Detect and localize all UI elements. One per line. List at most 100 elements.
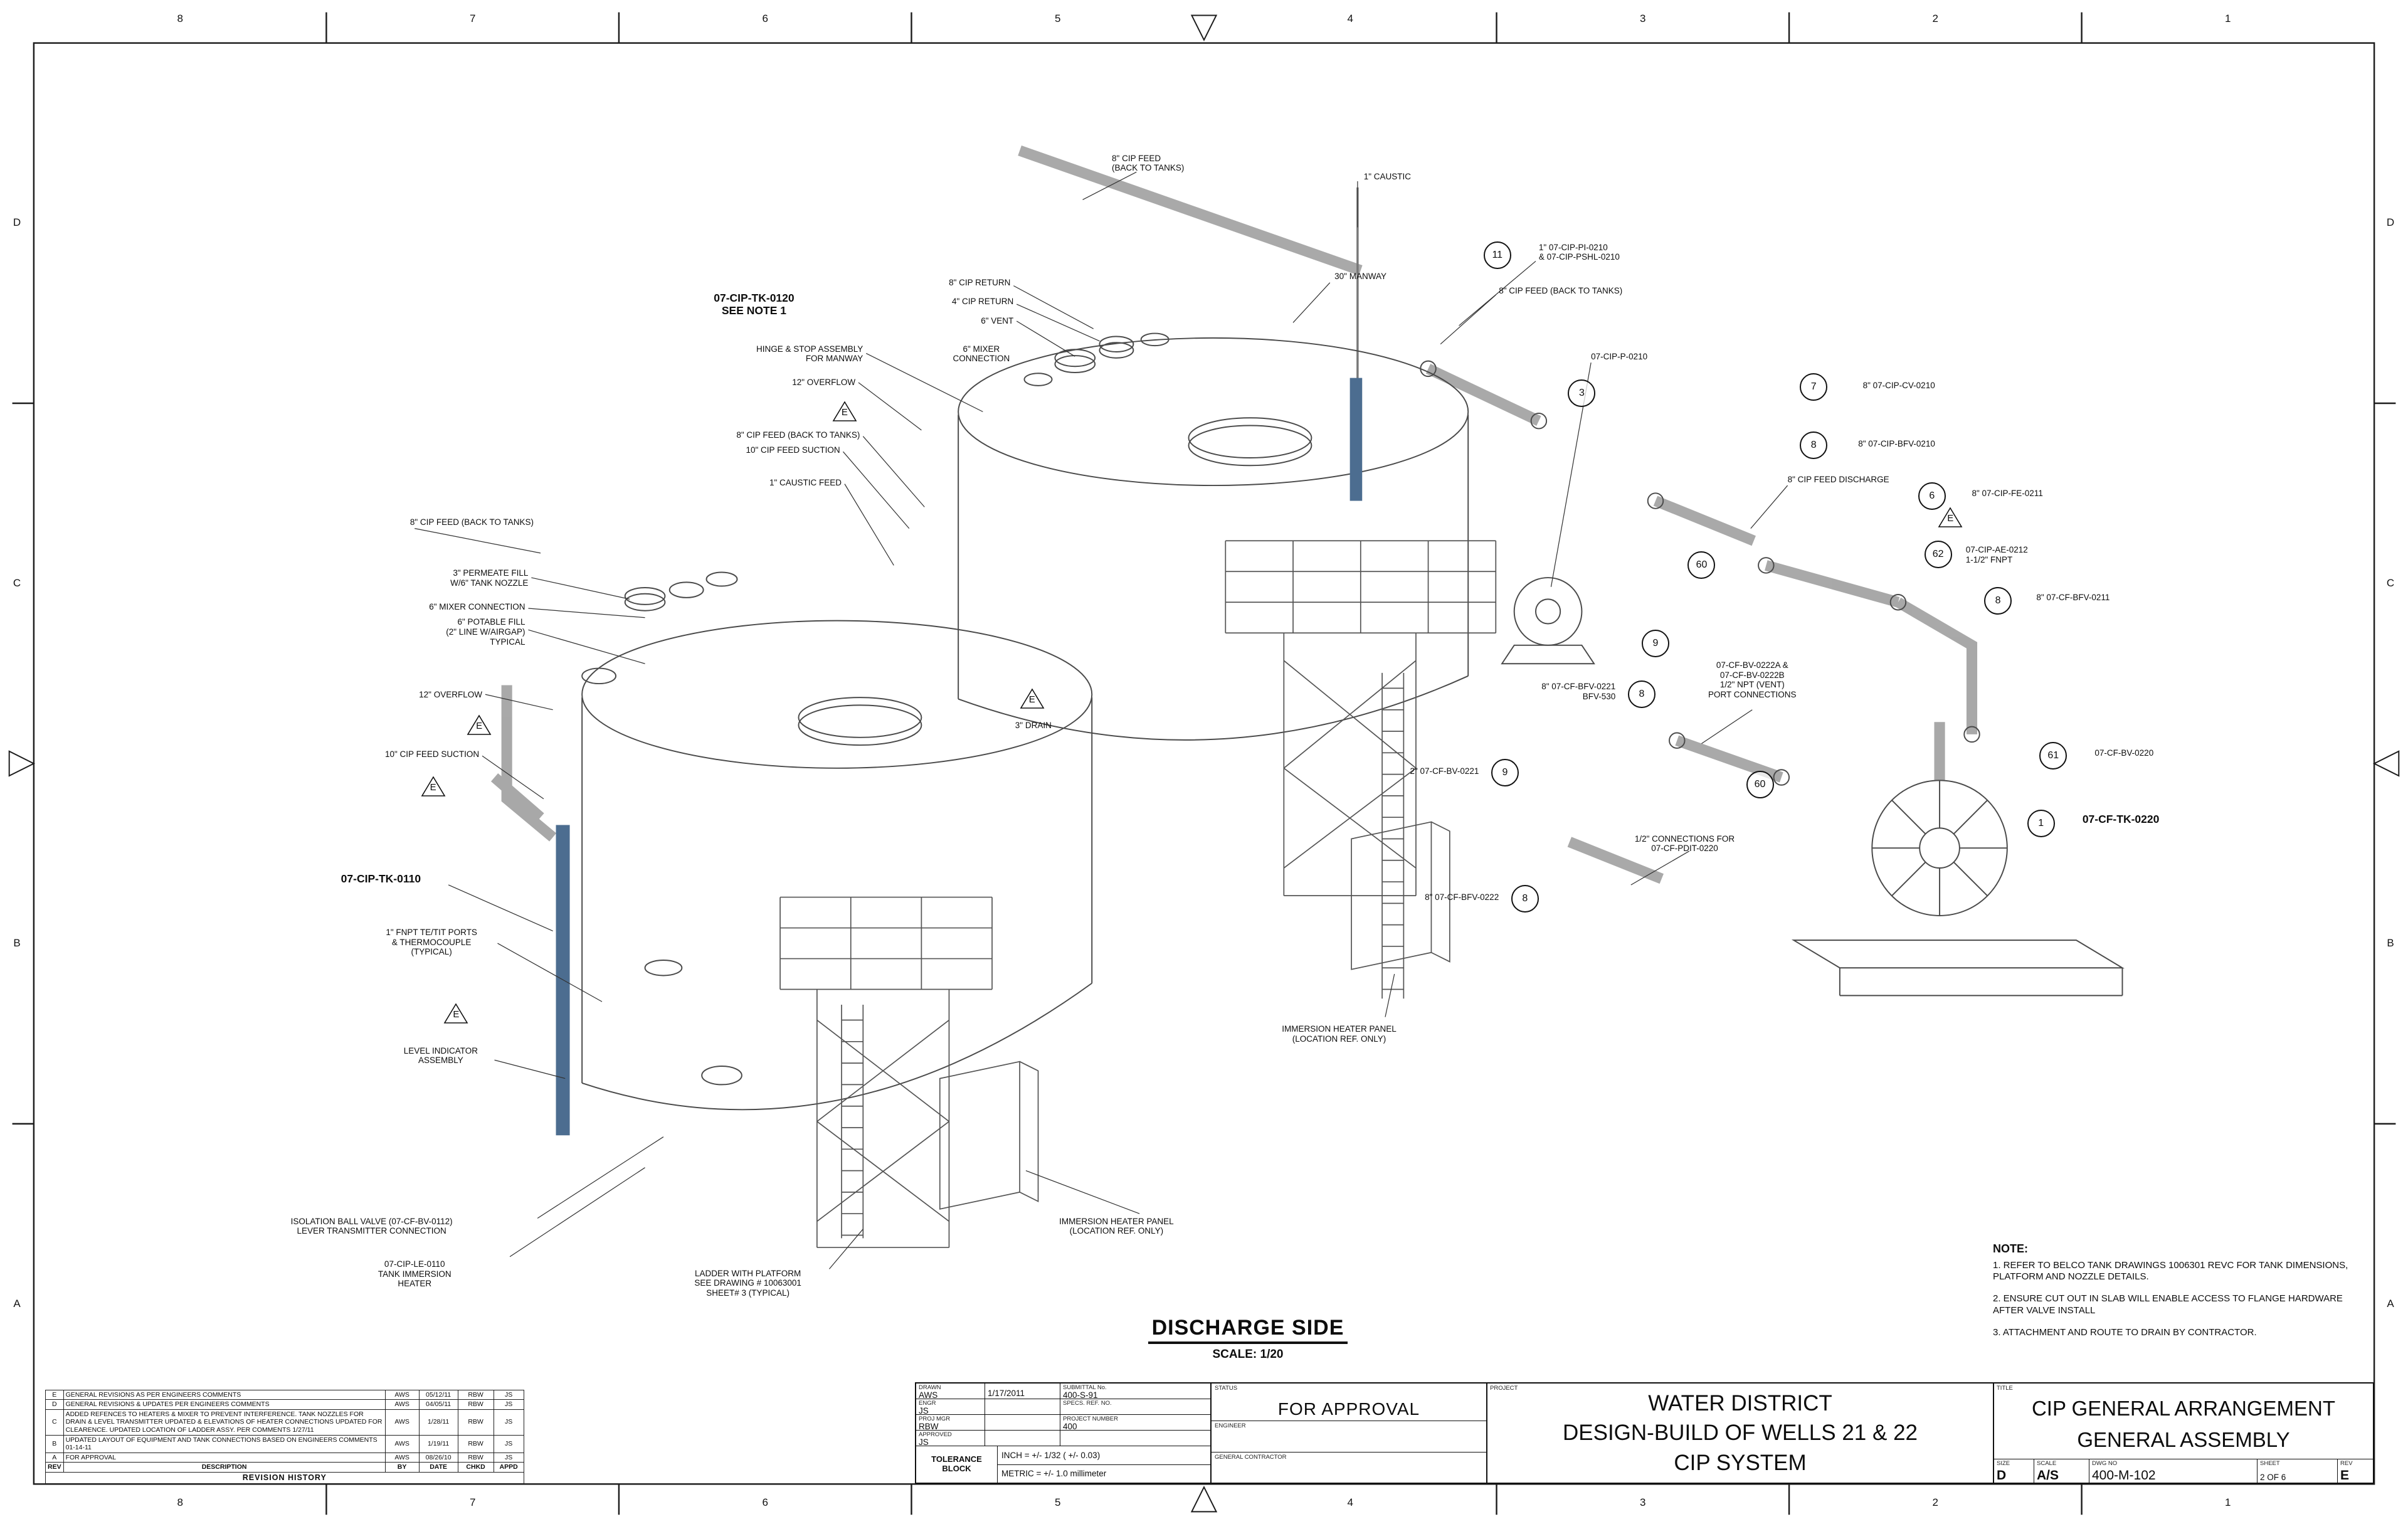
notes-block: NOTE: 1. REFER TO BELCO TANK DRAWINGS 10… bbox=[1993, 1242, 2369, 1348]
grid-col-label-top: 2 bbox=[1932, 13, 1938, 24]
annotation-label: 6" MIXER CONNECTION bbox=[429, 602, 525, 611]
callout-bubble: 8 bbox=[1800, 431, 1828, 460]
title-block-title: TITLE CIP GENERAL ARRANGEMENT GENERAL AS… bbox=[1994, 1384, 2373, 1483]
scale-label: SCALE bbox=[2037, 1460, 2057, 1467]
revision-flag: E bbox=[467, 714, 492, 736]
callout-bubble: 62 bbox=[1924, 541, 1952, 569]
flag-letter: E bbox=[841, 407, 848, 418]
annotation-label: 10" CIP FEED SUCTION bbox=[385, 749, 480, 759]
drawing-title-line: CIP GENERAL ARRANGEMENT bbox=[2031, 1397, 2336, 1421]
grid-col-label-top: 4 bbox=[1347, 13, 1353, 24]
annotation-label: 8" CIP RETURN bbox=[949, 278, 1011, 288]
callout-bubble: 61 bbox=[2039, 741, 2067, 770]
leader-lines bbox=[415, 171, 1788, 1269]
tolerance-metric: METRIC = +/- 1.0 millimeter bbox=[1001, 1469, 1107, 1479]
view-scale: SCALE: 1/20 bbox=[1212, 1348, 1284, 1361]
revision-flag: E bbox=[443, 1003, 468, 1024]
status-value: FOR APPROVAL bbox=[1277, 1399, 1420, 1419]
annotation-label: 10" CIP FEED SUCTION bbox=[746, 445, 840, 455]
drawing-title-line: GENERAL ASSEMBLY bbox=[2077, 1427, 2290, 1451]
grid-col-label-top: 6 bbox=[762, 13, 768, 24]
engr-label: ENGR bbox=[919, 1400, 936, 1407]
annotation-label: 1" CAUSTIC FEED bbox=[769, 477, 842, 487]
annotation-label: 1/2" CONNECTIONS FOR 07-CF-PDIT-0220 bbox=[1634, 833, 1735, 854]
revision-flag: E bbox=[1020, 688, 1045, 709]
callout-bubble: 1 bbox=[2027, 809, 2055, 837]
annotation-label: 8" CIP FEED (BACK TO TANKS) bbox=[1112, 153, 1185, 173]
annotation-label: 07-CF-BV-0222A & 07-CF-BV-0222B 1/2" NPT… bbox=[1708, 660, 1797, 699]
annotation-label: 1" CAUSTIC bbox=[1363, 172, 1411, 182]
annotation-label: 8" 07-CIP-BFV-0210 bbox=[1858, 439, 1935, 449]
annotation-label: 12" OVERFLOW bbox=[419, 689, 482, 699]
callout-bubble: 11 bbox=[1483, 241, 1511, 269]
grid-col-label-top: 5 bbox=[1055, 13, 1061, 24]
callout-bubble: 6 bbox=[1918, 482, 1946, 511]
callout-bubble: 60 bbox=[1687, 551, 1716, 579]
submittal-value: 400-S-91 bbox=[1063, 1390, 1098, 1400]
flag-letter: E bbox=[1028, 694, 1035, 706]
grid-row-label-left: A bbox=[13, 1297, 21, 1310]
annotation-label: 07-CIP-LE-0110 TANK IMMERSION HEATER bbox=[378, 1259, 452, 1289]
grid-col-label-bottom: 5 bbox=[1055, 1496, 1061, 1508]
drawn-label: DRAWN bbox=[919, 1384, 941, 1391]
note-item: 3. ATTACHMENT AND ROUTE TO DRAIN BY CONT… bbox=[1993, 1326, 2257, 1338]
project-line: WATER DISTRICT bbox=[1648, 1390, 1832, 1416]
flag-letter: E bbox=[1947, 513, 1954, 524]
title-label: TITLE bbox=[1997, 1385, 2013, 1392]
sheet-value: 2 OF 6 bbox=[2260, 1472, 2286, 1482]
flag-letter: E bbox=[453, 1009, 460, 1020]
callout-bubble: 8 bbox=[1984, 586, 2012, 615]
grid-row-label-right: B bbox=[2387, 937, 2394, 950]
annotation-label: 07-CF-TK-0220 bbox=[2082, 812, 2160, 825]
annotation-label: LADDER WITH PLATFORM SEE DRAWING # 10063… bbox=[694, 1268, 801, 1298]
grid-row-label-right: A bbox=[2387, 1297, 2394, 1310]
tolerance-inch: INCH = +/- 1/32 ( +/- 0.03) bbox=[998, 1446, 1210, 1465]
grid-col-label-bottom: 4 bbox=[1347, 1496, 1353, 1508]
annotation-label: 07-CIP-TK-0110 bbox=[341, 872, 421, 886]
callout-bubble: 9 bbox=[1642, 630, 1669, 658]
annotation-label: 07-CIP-AE-0212 1-1/2" FNPT bbox=[1965, 545, 2028, 564]
annotation-label: 1" 07-CIP-PI-0210 & 07-CIP-PSHL-0210 bbox=[1538, 242, 1620, 262]
callout-bubble: 9 bbox=[1491, 758, 1519, 786]
annotation-label: HINGE & STOP ASSEMBLY FOR MANWAY bbox=[756, 344, 863, 364]
grid-col-label-bottom: 7 bbox=[470, 1496, 476, 1508]
annotation-label: 8" CIP FEED (BACK TO TANKS) bbox=[409, 517, 534, 527]
grid-col-label-bottom: 8 bbox=[177, 1496, 183, 1508]
approved-value: JS bbox=[919, 1437, 929, 1447]
annotation-label: 2" 07-CF-BV-0221 bbox=[1410, 766, 1479, 776]
grid-row-label-right: D bbox=[2386, 216, 2395, 229]
note-item: 1. REFER TO BELCO TANK DRAWINGS 1006301 … bbox=[1993, 1259, 2348, 1283]
dwg-no-label: DWG NO bbox=[2092, 1460, 2118, 1467]
annotation-label: 6" POTABLE FILL (2" LINE W/AIRGAP) TYPIC… bbox=[446, 617, 525, 647]
drawn-date: 1/17/2011 bbox=[988, 1388, 1025, 1398]
annotation-label: 8" 07-CF-BFV-0221 BFV-530 bbox=[1541, 682, 1616, 701]
approved-label: APPROVED bbox=[919, 1431, 952, 1438]
annotation-label: 07-CF-BV-0220 bbox=[2094, 748, 2154, 758]
annotation-label: 4" CIP RETURN bbox=[952, 296, 1014, 306]
annotation-label: 30" MANWAY bbox=[1334, 272, 1386, 282]
callout-bubble: 8 bbox=[1627, 680, 1656, 708]
projmgr-label: PROJ MGR bbox=[919, 1416, 951, 1422]
annotation-label: 8" 07-CF-BFV-0211 bbox=[2036, 593, 2110, 603]
size-value: D bbox=[1997, 1468, 2007, 1483]
title-block-status: STATUS FOR APPROVAL ENGINEER GENERAL CON… bbox=[1212, 1384, 1487, 1483]
revision-flag: E bbox=[1938, 507, 1963, 528]
annotation-label: 6" MIXER CONNECTION bbox=[953, 344, 1010, 364]
specs-label: SPECS. REF. NO. bbox=[1063, 1400, 1112, 1407]
project-line: DESIGN-BUILD OF WELLS 21 & 22 bbox=[1562, 1421, 1918, 1445]
annotation-label: 1" FNPT TE/TIT PORTS & THERMOCOUPLE (TYP… bbox=[386, 928, 477, 957]
annotation-label: 8" 07-CIP-FE-0211 bbox=[1972, 488, 2043, 498]
rev-value: E bbox=[2340, 1468, 2350, 1483]
grid-col-label-bottom: 6 bbox=[762, 1496, 768, 1508]
grid-col-label-top: 1 bbox=[2225, 13, 2231, 24]
annotation-label: LEVEL INDICATOR ASSEMBLY bbox=[403, 1045, 478, 1066]
projmgr-value: RBW bbox=[919, 1422, 939, 1431]
scale-value: A/S bbox=[2037, 1468, 2059, 1483]
